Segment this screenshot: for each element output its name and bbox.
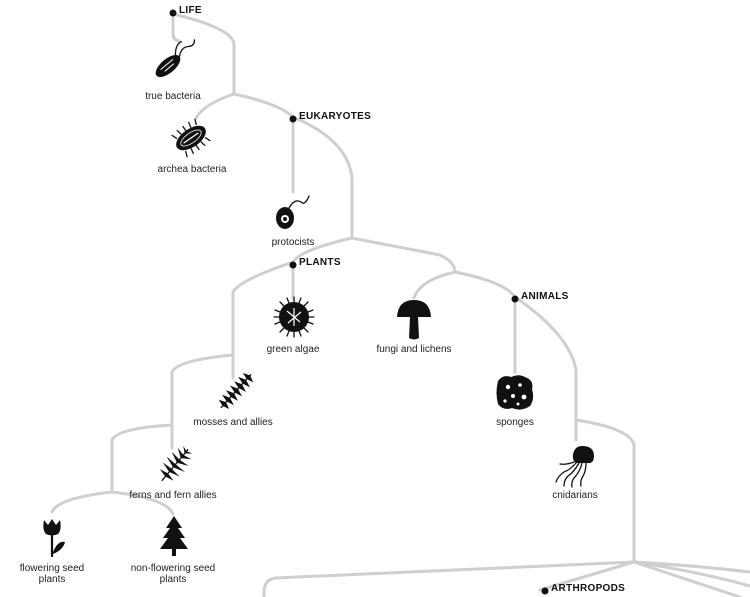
sponge-icon [496, 375, 534, 410]
branch-to-flowering [50, 490, 114, 514]
leaf-label-protocists: protocists [272, 237, 315, 248]
leaf-label-ferns: ferns and fern allies [129, 490, 216, 501]
branch-eukaryotes-trunk [291, 115, 354, 240]
archaea-icon [171, 118, 211, 158]
branch-life-trunk [171, 12, 236, 96]
leaf-label-mosses: mosses and allies [193, 417, 272, 428]
branch-plants-trunk [231, 260, 295, 380]
branch-to-seed-group [110, 423, 174, 494]
life-node-dot [169, 9, 177, 17]
branch-bottom-left [262, 560, 636, 597]
protist-icon [276, 195, 310, 229]
branch-animals-trunk [513, 295, 578, 442]
node-label-plants: PLANTS [299, 257, 341, 268]
branch-lines [50, 12, 750, 597]
branch-to-archea [194, 92, 236, 120]
fern-icon [159, 445, 193, 481]
mushroom-icon [397, 300, 431, 340]
leaf-label-true-bacteria: true bacteria [145, 91, 201, 102]
leaf-label-archea-bacteria: archea bacteria [158, 164, 227, 175]
branch-to-eukaryotes [232, 92, 295, 119]
leaf-label-nonflowering-line2: plants [160, 574, 187, 585]
leaf-label-nonflowering-line1: non-flowering seed [131, 563, 216, 574]
branch-to-fungi-animals [350, 236, 457, 274]
branch-to-nonflowering [110, 490, 175, 516]
leaf-label-flowering-line1: flowering seed [20, 563, 84, 574]
eukaryotes-node-dot [289, 115, 297, 123]
arthropods-node-dot [541, 587, 549, 595]
branch-to-animals [453, 270, 517, 299]
branch-to-fungi [412, 270, 457, 300]
leaf-label-flowering-line2: plants [39, 574, 66, 585]
leaf-label-fungi-lichens: fungi and lichens [376, 344, 451, 355]
plants-node-dot [289, 261, 297, 269]
leaf-label-green-algae: green algae [267, 344, 320, 355]
branch-to-bilaterians [574, 418, 636, 562]
node-label-eukaryotes: EUKARYOTES [299, 111, 371, 122]
tulip-icon [43, 519, 65, 558]
node-label-animals: ANIMALS [521, 291, 569, 302]
conifer-tree-icon [160, 516, 188, 556]
jellyfish-icon [555, 446, 594, 488]
node-label-life: LIFE [179, 5, 202, 16]
branch-life-to-bacteria [171, 12, 181, 43]
animals-node-dot [511, 295, 519, 303]
node-label-arthropods: ARTHROPODS [551, 583, 625, 594]
branch-bottom-mid [538, 560, 636, 592]
branch-bottom-right-2 [632, 560, 750, 588]
branch-to-ferns-group [170, 353, 235, 450]
leaf-label-cnidarians: cnidarians [552, 490, 598, 501]
branch-to-plants [291, 236, 354, 264]
algae-icon [273, 296, 315, 338]
bacterium-icon [155, 39, 196, 78]
moss-icon [218, 372, 254, 410]
leaf-label-sponges: sponges [496, 417, 534, 428]
branch-bottom-right-3 [632, 560, 742, 597]
